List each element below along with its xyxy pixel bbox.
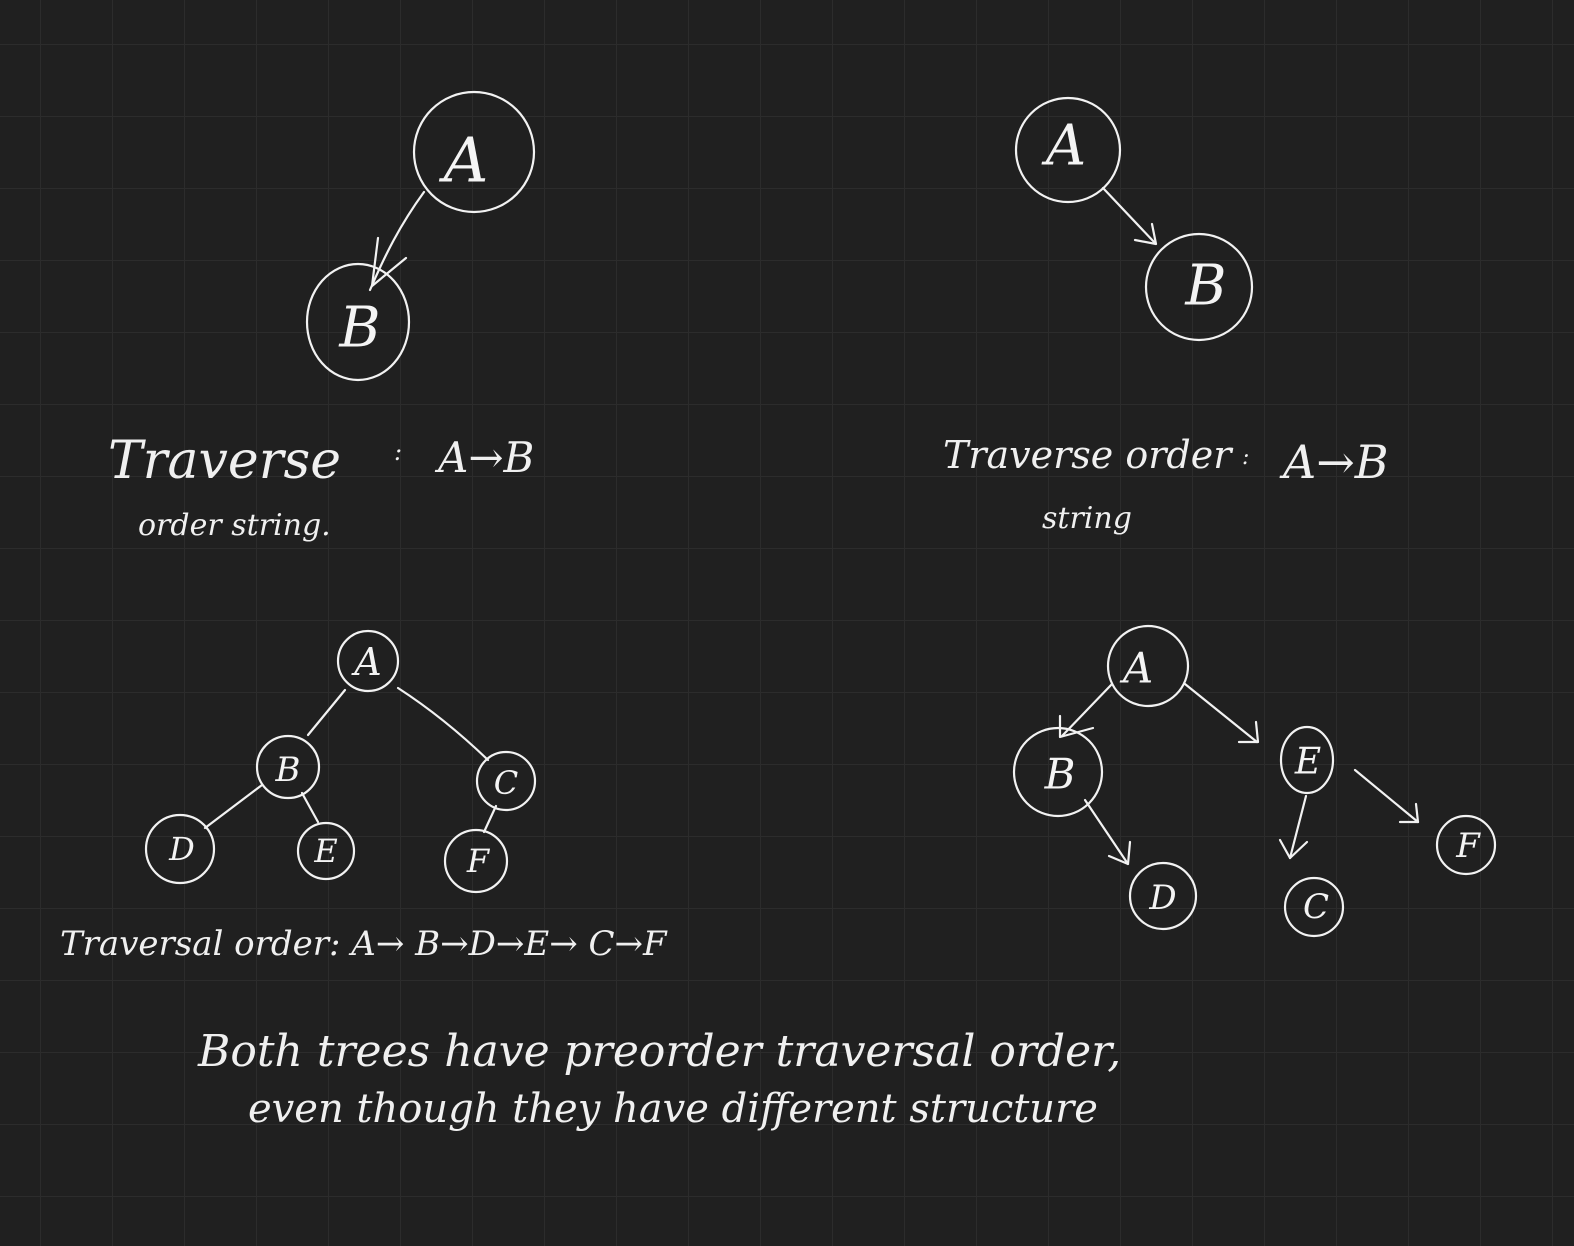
tree4-node-d-circle[interactable] bbox=[1128, 861, 1198, 931]
tree3-edge-a-c bbox=[396, 686, 490, 762]
tree4-arrowhead-b-d bbox=[1107, 840, 1132, 866]
tree4-edge-a-e bbox=[1183, 682, 1259, 744]
tree1-caption-order: A→B bbox=[434, 433, 534, 482]
tree1-node-b-circle[interactable] bbox=[305, 262, 411, 382]
tree4-edge-e-f bbox=[1353, 768, 1420, 824]
tree2-caption-order: A→B bbox=[1279, 435, 1389, 489]
tree2-node-b-circle[interactable] bbox=[1144, 232, 1254, 342]
tree-2: A B Traverse order : A→B string bbox=[943, 96, 1389, 536]
tree-3: A B C D E F Traversal order: A→ B→D→E→ C… bbox=[60, 629, 668, 964]
tree1-node-a-label: A bbox=[439, 124, 489, 197]
tree4-node-a-circle[interactable] bbox=[1106, 624, 1190, 708]
tree-1: A B Traverse : A→B order string. bbox=[108, 90, 536, 543]
tree3-node-a-label: A bbox=[351, 640, 381, 684]
tree4-arrowhead-e-f bbox=[1398, 802, 1420, 824]
conclusion-line-2: even though they have different structur… bbox=[248, 1086, 1098, 1132]
tree2-node-a-label: A bbox=[1041, 114, 1086, 179]
tree1-arrowhead bbox=[370, 236, 408, 288]
tree3-caption: Traversal order: A→ B→D→E→ C→F bbox=[60, 924, 668, 964]
tree3-node-d-label: D bbox=[168, 830, 195, 868]
tree3-node-f-label: F bbox=[466, 842, 491, 880]
tree4-node-c-label: C bbox=[1303, 887, 1329, 927]
tree3-node-b-label: B bbox=[275, 750, 301, 790]
tree4-node-a-label: A bbox=[1119, 644, 1153, 693]
tree1-caption-sep: : bbox=[394, 438, 402, 466]
tree2-caption-sep: : bbox=[1242, 445, 1249, 470]
tree4-arrowhead-a-e bbox=[1237, 720, 1260, 744]
tree3-node-b-circle[interactable] bbox=[255, 734, 321, 800]
tree1-caption-line2: order string. bbox=[138, 508, 331, 543]
tree2-caption-line2: string bbox=[1042, 501, 1132, 536]
tree3-edge-b-e bbox=[300, 791, 320, 824]
tree3-node-c-label: C bbox=[494, 764, 518, 802]
tree-4: A B E D C F bbox=[1012, 624, 1497, 938]
conclusion-note: Both trees have preorder traversal order… bbox=[197, 1026, 1121, 1132]
tree3-node-c-circle[interactable] bbox=[475, 750, 537, 812]
tree4-edge-b-d bbox=[1083, 798, 1130, 866]
tree4-node-c-circle[interactable] bbox=[1283, 876, 1345, 938]
tree3-node-a-circle[interactable] bbox=[336, 629, 400, 693]
tree3-node-f-circle[interactable] bbox=[443, 828, 509, 894]
tree1-edge-a-b bbox=[368, 190, 426, 292]
tree4-node-f-label: F bbox=[1455, 826, 1481, 866]
tree2-node-a-circle[interactable] bbox=[1014, 96, 1122, 204]
tree2-edge-a-b bbox=[1101, 186, 1157, 245]
tree4-edge-a-b bbox=[1060, 682, 1114, 738]
tree1-node-a-circle[interactable] bbox=[412, 90, 536, 214]
tree2-node-b-label: B bbox=[1184, 254, 1226, 319]
tree3-node-e-circle[interactable] bbox=[296, 821, 356, 881]
tree4-node-e-label: E bbox=[1294, 742, 1321, 783]
tree4-node-b-label: B bbox=[1044, 750, 1076, 799]
tree3-node-e-label: E bbox=[313, 832, 337, 870]
tree2-caption-line1: Traverse order bbox=[943, 433, 1234, 477]
tree4-arrowhead-e-c bbox=[1278, 838, 1309, 860]
tree4-node-d-label: D bbox=[1148, 878, 1176, 918]
tree1-node-b-label: B bbox=[338, 296, 380, 361]
tree3-edge-b-d bbox=[203, 783, 264, 830]
tree4-arrowhead-a-b bbox=[1058, 714, 1095, 739]
tree4-node-e-circle[interactable] bbox=[1279, 725, 1335, 795]
tree4-edge-e-c bbox=[1288, 794, 1308, 860]
tree4-node-f-circle[interactable] bbox=[1435, 814, 1497, 876]
tree3-edge-a-b bbox=[306, 688, 347, 737]
tree3-edge-c-f bbox=[482, 804, 498, 834]
tree2-arrowhead bbox=[1133, 222, 1158, 246]
tree1-caption-word: Traverse bbox=[108, 431, 341, 491]
conclusion-line-1: Both trees have preorder traversal order… bbox=[197, 1026, 1121, 1077]
tree4-node-b-circle[interactable] bbox=[1012, 726, 1104, 818]
tree3-node-d-circle[interactable] bbox=[144, 813, 216, 885]
